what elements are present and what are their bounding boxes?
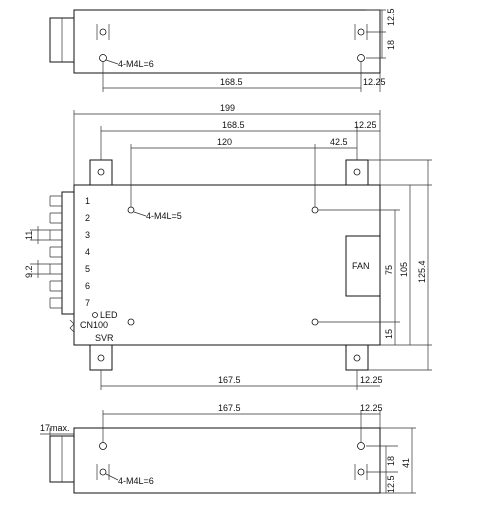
bottom-view-slot-bracket-icon <box>96 464 110 480</box>
terminal-number: 7 <box>85 298 90 308</box>
bottom-view-dim-length: 167.5 <box>218 403 241 413</box>
terminal-tab-icon <box>49 263 62 275</box>
bottom-view-dim-max: 17max. <box>40 423 70 433</box>
top-view-slot-bracket-icon <box>96 24 110 40</box>
front-view-mount-leader <box>133 211 147 217</box>
terminal-number: 1 <box>85 196 90 206</box>
top-view-mount-hole-icon <box>99 54 107 62</box>
terminal-number: 3 <box>85 230 90 240</box>
fan-box <box>345 235 381 297</box>
fan-label: FAN <box>352 261 370 271</box>
front-view-dim-edge-bottom: 12.25 <box>360 375 383 385</box>
connector-label: CN100 <box>80 320 108 330</box>
bottom-view-slot-icon <box>357 468 365 476</box>
front-view-mount-label: 4-M4L=5 <box>146 211 182 221</box>
front-view-screw-icon <box>127 206 135 214</box>
top-view-slot-icon <box>99 28 107 36</box>
terminal-tab-icon <box>49 297 62 309</box>
led-label: LED <box>100 310 118 320</box>
bottom-view-mount-leader <box>105 473 119 481</box>
front-view-dim-edge-top: 12.25 <box>354 120 377 130</box>
terminal-number: 2 <box>85 213 90 223</box>
front-view-flange-hole-icon <box>353 168 361 176</box>
terminal-tab-icon <box>49 229 62 241</box>
front-view-body <box>73 184 381 346</box>
front-view-dim-h15: 15 <box>384 329 394 339</box>
front-view-dim-pitch: 11 <box>24 231 34 240</box>
svr-label: SVR <box>95 333 114 343</box>
front-view-dim-h125: 125.4 <box>417 260 427 283</box>
front-view-screw-icon <box>311 206 319 214</box>
bottom-view-dim-d41: 41 <box>401 458 411 468</box>
bottom-view-mount-label: 4-M4L=6 <box>118 476 154 486</box>
terminal-number: 6 <box>85 281 90 291</box>
top-view-dim-edge: 12.25 <box>363 77 386 87</box>
terminal-tab-icon <box>49 280 62 292</box>
front-view-screw-icon <box>311 318 319 326</box>
front-view-dim-offset: 42.5 <box>330 137 348 147</box>
bottom-view-dim-d18: 18 <box>386 456 396 466</box>
top-view-dim-length: 168.5 <box>220 77 243 87</box>
terminal-tab-icon <box>49 212 62 224</box>
front-view-dim-span: 168.5 <box>222 120 245 130</box>
front-view-dim-bottom: 167.5 <box>218 375 241 385</box>
top-view-dim-v1: 12.5 <box>386 8 396 26</box>
top-view-mount-label: 4-M4L=6 <box>118 59 154 69</box>
front-view-flange-hole-icon <box>97 354 105 362</box>
top-view: 4-M4L=6 168.5 12.25 12.5 18 <box>49 8 396 92</box>
terminal-tab-icon <box>49 246 62 258</box>
bottom-view: 4-M4L=6 167.5 12.25 17max. 41 18 12.5 <box>40 403 416 494</box>
terminal-number: 4 <box>85 247 90 257</box>
terminal-tab-icon <box>49 195 62 207</box>
front-view-terminal-block <box>61 191 75 315</box>
top-view-dim-v2: 18 <box>386 40 396 50</box>
bottom-view-dim-edge: 12.25 <box>360 403 383 413</box>
front-view-dim-h105: 105 <box>399 262 409 277</box>
front-view-dim-h75: 75 <box>384 265 394 275</box>
front-view-terminals: 1 2 3 4 5 6 7 <box>49 195 90 309</box>
bottom-view-slot-icon <box>99 468 107 476</box>
terminal-number: 5 <box>85 264 90 274</box>
front-view-dim-inner: 120 <box>217 137 232 147</box>
bottom-view-mount-hole-icon <box>357 442 365 450</box>
connector-icon <box>69 319 75 333</box>
bottom-view-mount-hole-icon <box>99 442 107 450</box>
top-view-mount-hole-icon <box>357 54 365 62</box>
top-view-slot-icon <box>357 28 365 36</box>
bottom-view-dim-d125: 12.5 <box>386 475 396 493</box>
front-view-flange-hole-icon <box>353 354 361 362</box>
front-view-dim-pitch2: 9.2 <box>24 265 34 278</box>
led-indicator-icon <box>92 312 98 318</box>
top-view-mount-leader <box>105 59 119 65</box>
front-view-dim-overall: 199 <box>220 103 235 113</box>
front-view-flange-hole-icon <box>97 168 105 176</box>
front-view: 4-M4L=5 1 2 3 4 5 6 7 11 9.2 LED <box>24 103 432 390</box>
front-view-screw-icon <box>127 318 135 326</box>
